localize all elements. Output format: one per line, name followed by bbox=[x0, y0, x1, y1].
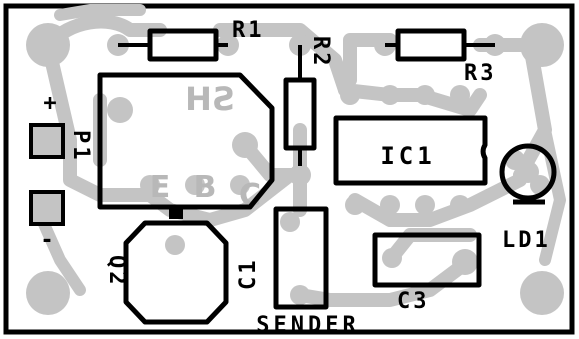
label-r2: R2 bbox=[308, 36, 333, 69]
label-r3: R3 bbox=[464, 61, 497, 86]
label-c3: C3 bbox=[397, 289, 430, 314]
transistor-pin-labels: E B C bbox=[150, 170, 261, 213]
led-ld1: LD1 bbox=[499, 143, 557, 253]
mounting-holes bbox=[26, 23, 564, 315]
label-plus: + bbox=[43, 91, 56, 116]
mounting-hole-top-right bbox=[520, 23, 564, 67]
label-p1: P1 bbox=[68, 130, 93, 163]
resistor-r1: R1 bbox=[118, 18, 265, 62]
pin-label-emitter: E bbox=[150, 170, 171, 205]
board-name: SENDER bbox=[256, 313, 359, 338]
capacitor-c3: C3 bbox=[372, 232, 482, 314]
label-q2: Q2 bbox=[104, 255, 129, 288]
mirrored-copper-text: SH bbox=[185, 80, 235, 118]
pin-label-base: B bbox=[194, 170, 217, 205]
pin-label-collector: C bbox=[239, 178, 261, 213]
resistor-r2: R2 bbox=[283, 36, 333, 166]
label-ic1: IC1 bbox=[380, 142, 435, 170]
pad-negative bbox=[29, 190, 65, 226]
label-minus: - bbox=[40, 228, 53, 253]
mounting-hole-bottom-left bbox=[26, 271, 70, 315]
power-connector: + - bbox=[29, 91, 65, 253]
ic-ic1: IC1 bbox=[333, 115, 488, 186]
mounting-hole-bottom-right bbox=[520, 271, 564, 315]
transistor-q2: Q2 bbox=[104, 207, 229, 325]
label-ld1: LD1 bbox=[502, 228, 551, 253]
label-r1: R1 bbox=[232, 18, 265, 43]
label-c1: C1 bbox=[236, 258, 261, 291]
mounting-hole-top-left bbox=[26, 23, 70, 67]
resistor-r3: R3 bbox=[385, 28, 497, 86]
capacitor-c1: C1 bbox=[236, 206, 329, 310]
pad-positive bbox=[29, 123, 65, 159]
potentiometer-p1: P1 bbox=[68, 72, 275, 210]
